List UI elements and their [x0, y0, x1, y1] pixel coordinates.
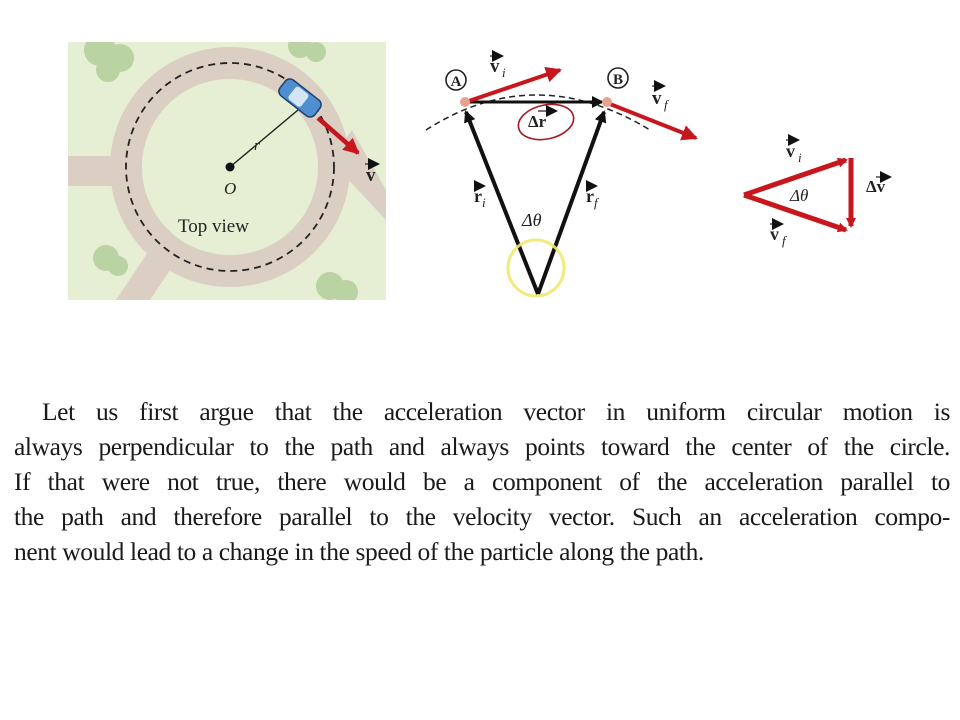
tri-vi-arrow: [743, 157, 848, 198]
tri-dv-label: Δv: [866, 177, 886, 196]
vf-label: v: [652, 88, 662, 109]
velocity-label: v: [366, 165, 376, 186]
vi-subscript: i: [502, 65, 506, 80]
point-b-label: B: [613, 72, 623, 88]
tri-vi-subscript: i: [798, 150, 802, 165]
highlight-circle: [506, 238, 566, 298]
car-icon: [278, 78, 322, 118]
rf-vector: [536, 110, 607, 295]
radius-line: [229, 109, 299, 168]
vf-subscript: f: [664, 97, 670, 112]
tri-vf-subscript: f: [782, 233, 788, 248]
paragraph-line: Let us first argue that the acceleration…: [42, 397, 950, 426]
figure-svg: r O Top view v A B v i v f Δr: [68, 42, 892, 300]
particle-a: [460, 97, 470, 107]
velocity-triangle: v i v f Δv Δθ: [743, 134, 892, 248]
rf-subscript: f: [594, 195, 600, 210]
handwritten-circle: [517, 103, 575, 141]
tri-vi-label: v: [786, 141, 795, 161]
point-a-label: A: [451, 74, 462, 90]
particle-b: [602, 97, 612, 107]
vector-diagram: A B v i v f Δr r i r f Δθ: [425, 50, 698, 298]
center-label: O: [224, 179, 236, 198]
ri-label: r: [474, 186, 482, 206]
circular-path: [125, 62, 335, 272]
paragraph-line: the path and therefore parallel to the v…: [14, 502, 950, 531]
velocity-arrow: [316, 116, 360, 155]
radius-label: r: [254, 138, 260, 154]
tri-angle-label: Δθ: [789, 186, 808, 205]
vi-label: v: [490, 56, 500, 77]
paragraph-line: nent would lead to a change in the speed…: [14, 537, 704, 566]
vi-arrow: [465, 66, 562, 104]
road-bottom: [116, 252, 170, 300]
delta-r-label: Δr: [528, 112, 547, 131]
top-view-caption: Top view: [178, 216, 249, 237]
figure-area: r O Top view v A B v i v f Δr: [0, 0, 960, 330]
top-view-panel: r O Top view v: [68, 42, 386, 300]
body-paragraph: Let us first argue that the acceleration…: [14, 394, 950, 569]
angle-label: Δθ: [521, 210, 542, 230]
ri-vector: [464, 110, 540, 295]
bushes: [84, 42, 358, 300]
paragraph-line: always perpendicular to the path and alw…: [14, 432, 950, 461]
path-arc: [425, 94, 651, 131]
vf-arrow: [609, 102, 698, 141]
ri-subscript: i: [482, 195, 486, 210]
tri-vf-arrow: [743, 192, 848, 233]
point-b-marker: [607, 67, 629, 89]
point-a-marker: [445, 69, 467, 91]
center-point: [225, 162, 235, 172]
rf-label: r: [586, 186, 594, 206]
tri-vf-label: v: [770, 224, 779, 244]
paragraph-line: If that were not true, there would be a …: [14, 467, 950, 496]
